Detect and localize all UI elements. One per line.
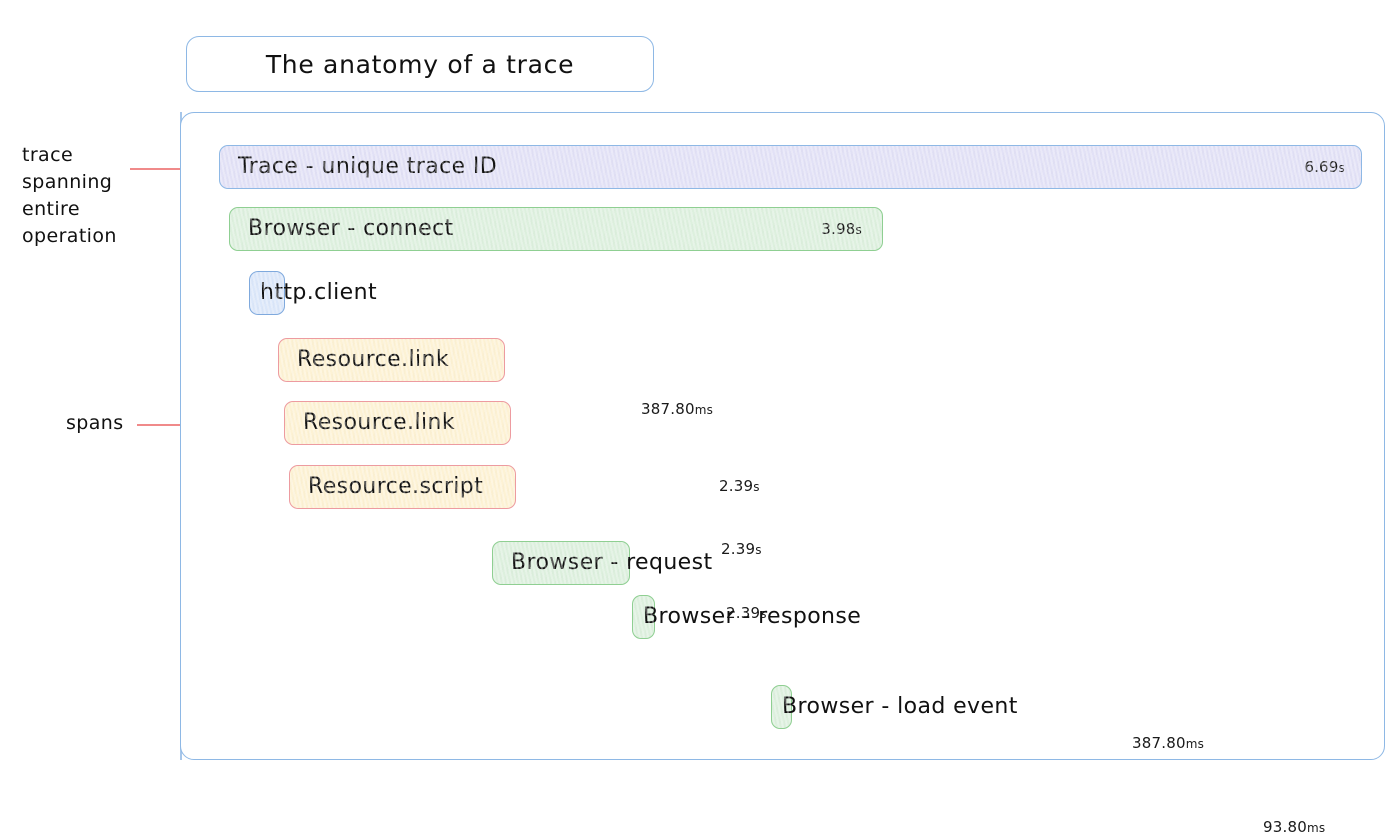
span-duration-resource-link-1: 2.39s — [719, 477, 760, 495]
span-label-resource-script: Resource.script — [308, 474, 484, 499]
trace-annotation-leader-line — [130, 168, 208, 170]
span-duration-browser-connect: 3.98s — [821, 219, 862, 238]
span-bar-resource-link-2[interactable]: Resource.link — [284, 401, 511, 445]
span-bar-trace[interactable]: Trace - unique trace ID 6.69s — [219, 145, 1362, 189]
span-label-resource-link-1: Resource.link — [297, 347, 449, 372]
spans-annotation-leader-line — [137, 424, 213, 426]
span-duration-trace: 6.69s — [1304, 157, 1345, 176]
span-duration-resource-script: 2.39s — [726, 604, 767, 622]
span-label-browser-request: Browser - request — [511, 550, 713, 575]
span-label-browser-load-event: Browser - load event — [782, 694, 1018, 719]
span-label-http-client: http.client — [260, 280, 377, 305]
span-label-browser-connect: Browser - connect — [248, 216, 454, 241]
span-bar-browser-request[interactable]: Browser - request — [492, 541, 712, 585]
trace-waterfall-container: Trace - unique trace ID 6.69s Browser - … — [180, 112, 1385, 835]
span-bar-http-client[interactable]: http.client — [249, 271, 377, 315]
diagram-title-card: The anatomy of a trace — [186, 36, 654, 92]
span-label-resource-link-2: Resource.link — [303, 410, 455, 435]
spans-annotation-label: spans — [66, 412, 124, 434]
span-duration-http-client: 387.80ms — [641, 400, 714, 418]
span-bar-browser-response[interactable]: Browser - response — [632, 595, 861, 639]
span-bar-browser-load-event[interactable]: Browser - load event — [771, 685, 1017, 729]
span-duration-browser-load-event: 93.80ms — [1263, 818, 1326, 836]
span-duration-browser-response: 387.80ms — [1132, 734, 1205, 752]
trace-annotation-label: trace spanning entire operation — [22, 144, 117, 247]
span-label-trace: Trace - unique trace ID — [238, 154, 498, 179]
span-bar-resource-link-1[interactable]: Resource.link — [278, 338, 505, 382]
span-label-browser-response: Browser - response — [643, 604, 862, 629]
span-bar-resource-script[interactable]: Resource.script — [289, 465, 516, 509]
span-bar-browser-connect[interactable]: Browser - connect 3.98s — [229, 207, 883, 251]
span-duration-resource-link-2: 2.39s — [721, 540, 762, 558]
page-title: The anatomy of a trace — [265, 49, 575, 79]
